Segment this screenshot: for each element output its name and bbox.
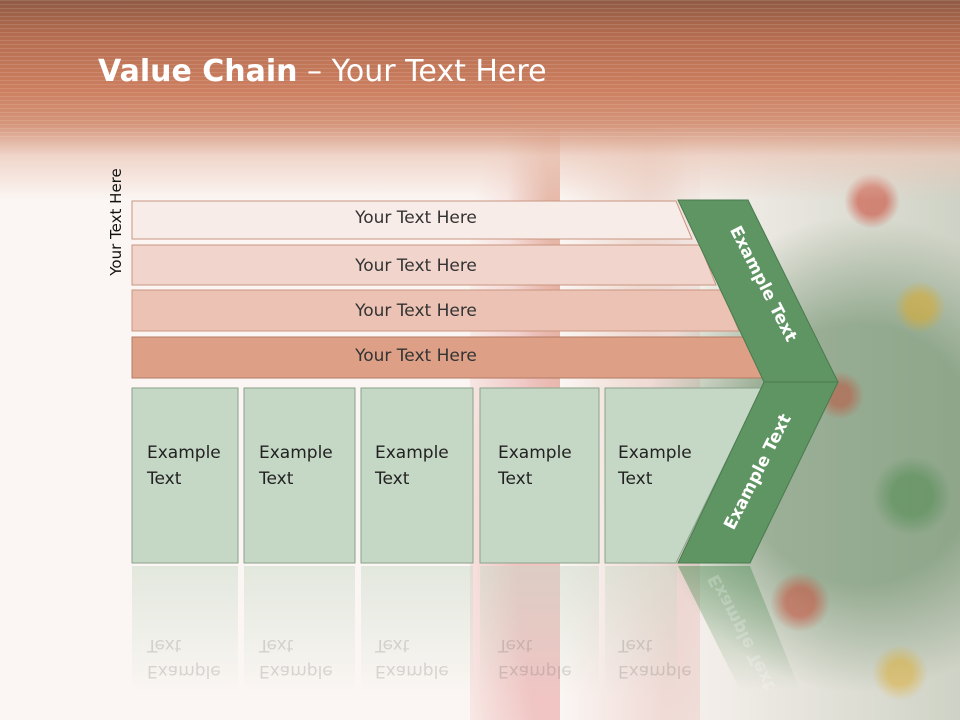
bar-1 — [131, 200, 693, 240]
slide-title: Value Chain – Your Text Here — [98, 54, 547, 89]
box-3-reflection — [361, 566, 473, 696]
header-texture — [0, 0, 960, 140]
box-4-reflection-label: Example Text — [498, 632, 572, 684]
box-1-reflection-line-2: Text — [147, 635, 182, 655]
box-2-reflection-line-1: Example — [259, 661, 333, 681]
box-3-reflection-line-1: Example — [375, 661, 449, 681]
box-4-line-1: Example — [498, 443, 572, 463]
box-2-line-2: Text — [259, 469, 294, 489]
box-3 — [360, 387, 474, 564]
box-1-reflection — [132, 566, 238, 696]
title-bold: Value Chain — [98, 54, 298, 89]
chevron-reflection — [678, 566, 800, 690]
bar-4-label: Your Text Here — [355, 346, 477, 366]
box-2-line-1: Example — [259, 443, 333, 463]
box-1-reflection-line-1: Example — [147, 661, 221, 681]
box-5-reflection — [605, 566, 677, 696]
box-2-reflection — [244, 566, 355, 696]
box-2-reflection-label: Example Text — [259, 632, 333, 684]
box-2 — [243, 387, 356, 564]
box-3-reflection-label: Example Text — [375, 632, 449, 684]
box-5 — [604, 387, 763, 564]
box-3-line-2: Text — [375, 469, 410, 489]
header-band — [0, 0, 960, 200]
bar-2 — [131, 244, 717, 286]
box-3-reflection-line-2: Text — [375, 635, 410, 655]
box-1-line-2: Text — [147, 469, 182, 489]
bar-3 — [131, 289, 740, 332]
box-2-reflection-line-2: Text — [259, 635, 294, 655]
box-4-reflection-line-2: Text — [498, 635, 533, 655]
box-4 — [479, 387, 600, 564]
title-rest: – Your Text Here — [297, 54, 547, 89]
box-5-reflection-label: Example Text — [618, 632, 692, 684]
box-1-reflection-label: Example Text — [147, 632, 221, 684]
bar-1-label: Your Text Here — [355, 208, 477, 228]
bar-2-label: Your Text Here — [355, 256, 477, 276]
chevron-lower — [677, 381, 839, 564]
box-1 — [131, 387, 239, 564]
box-5-reflection-line-2: Text — [618, 635, 653, 655]
box-3-line-1: Example — [375, 443, 449, 463]
box-4-reflection-line-1: Example — [498, 661, 572, 681]
bar-3-label: Your Text Here — [355, 301, 477, 321]
box-5-line-2: Text — [618, 469, 653, 489]
box-1-line-1: Example — [147, 443, 221, 463]
box-5-line-1: Example — [618, 443, 692, 463]
box-5-reflection-line-1: Example — [618, 661, 692, 681]
box-4-reflection — [480, 566, 599, 696]
box-4-line-2: Text — [498, 469, 533, 489]
